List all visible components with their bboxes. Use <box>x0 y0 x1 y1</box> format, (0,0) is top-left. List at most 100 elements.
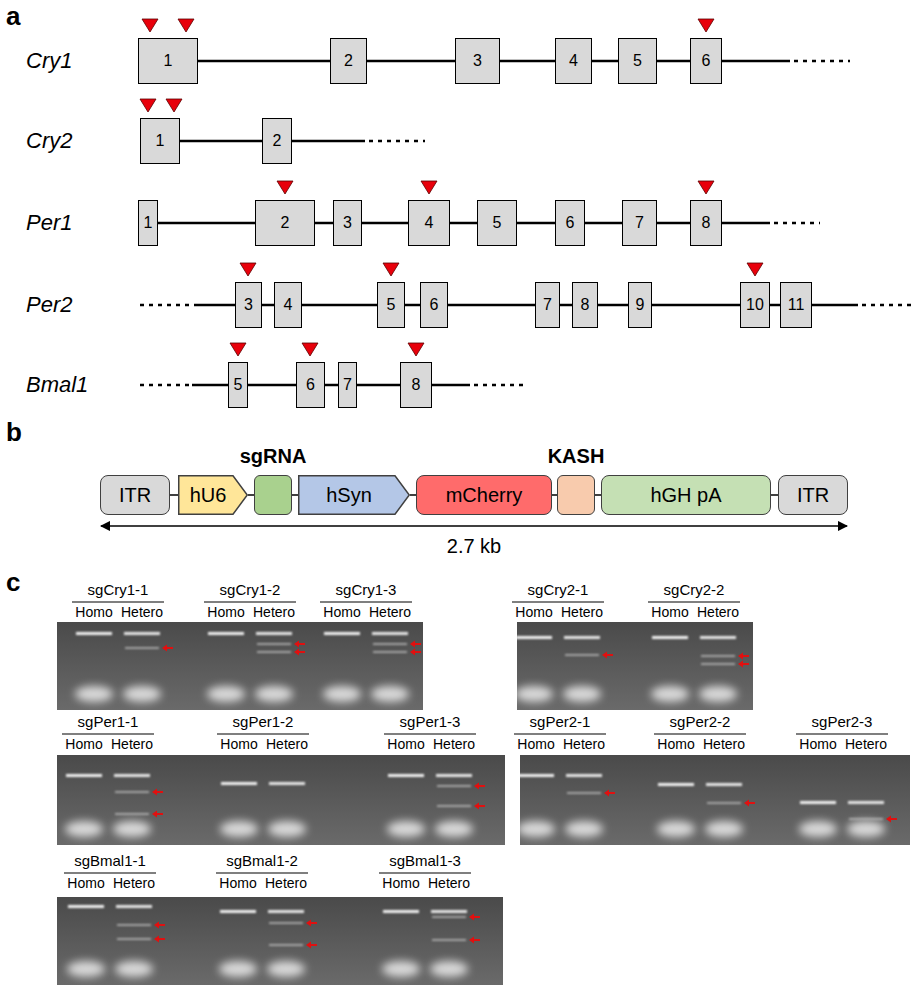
dna-band <box>517 636 552 639</box>
lane-label: Homo <box>799 737 836 752</box>
lane-label: Homo <box>65 737 102 752</box>
dna-band <box>848 801 884 804</box>
element-label: sgRNA <box>240 445 307 467</box>
dna-band <box>564 636 600 639</box>
exon-box: 7 <box>622 200 657 246</box>
cut-site-triangle <box>166 99 182 112</box>
cleaved-band <box>115 791 149 793</box>
box-label: hSyn <box>326 484 372 506</box>
band-arrow <box>410 649 415 656</box>
cleaved-band <box>565 654 599 656</box>
cleaved-band <box>567 792 601 794</box>
intron-line <box>517 222 555 225</box>
cut-site-triangle <box>230 343 246 356</box>
box-label: 5 <box>493 214 502 232</box>
guide-underline <box>514 733 606 734</box>
guide-name: sgPer1-1 <box>78 714 139 731</box>
gel-background <box>520 755 910 845</box>
box-label: 4 <box>284 296 293 314</box>
box-label: 7 <box>635 214 644 232</box>
intron-line <box>248 384 296 387</box>
cleaved-band <box>269 944 303 946</box>
dotted-extension <box>474 384 528 387</box>
primer-smear <box>520 821 555 837</box>
dna-band <box>114 774 150 777</box>
band-arrow <box>604 790 609 797</box>
intron-line <box>448 304 535 307</box>
lane-label: Hetero <box>265 876 307 891</box>
exon-box: 1 <box>140 118 180 164</box>
exon-box: 6 <box>690 38 722 84</box>
intron-line <box>657 222 690 225</box>
lane-label: Homo <box>220 737 257 752</box>
band-arrow <box>469 914 474 921</box>
kash-box: KASH <box>557 445 595 515</box>
element-box <box>254 475 292 515</box>
guide-name: sgCry1-2 <box>220 582 281 599</box>
backbone-line <box>292 494 298 496</box>
gene-name: Cry2 <box>26 129 72 153</box>
cut-site-triangle <box>178 19 194 32</box>
box-label: 5 <box>633 52 642 70</box>
cleaved-band <box>373 643 407 645</box>
exon-box: 4 <box>555 38 592 84</box>
box-label: 3 <box>244 296 253 314</box>
exon-box: 8 <box>690 200 722 246</box>
dna-band <box>520 774 554 777</box>
size-label: 2.7 kb <box>447 535 501 557</box>
exon-box: 8 <box>400 362 432 408</box>
exon-box: 5 <box>477 200 517 246</box>
gene-name: Cry1 <box>26 49 72 73</box>
dna-band <box>68 905 104 908</box>
exon-box: 3 <box>333 200 362 246</box>
dna-band <box>383 910 419 913</box>
band-arrow <box>474 803 479 810</box>
cleaved-band <box>117 924 151 926</box>
exon-box: 7 <box>535 282 560 328</box>
exon-box: 1 <box>138 200 158 246</box>
box-label: 8 <box>581 296 590 314</box>
guide-underline <box>64 872 156 873</box>
cut-site-triangle <box>747 263 763 276</box>
dna-band <box>76 632 112 635</box>
primer-smear <box>651 686 689 702</box>
guide-name: sgPer2-1 <box>530 714 591 731</box>
primer-smear <box>65 821 103 837</box>
lane-label: Homo <box>517 737 554 752</box>
dotted-extension <box>794 60 850 63</box>
lane-label: Hetero <box>428 876 470 891</box>
primer-smear <box>563 686 601 702</box>
dotted-extension <box>140 384 192 387</box>
lane-label: Hetero <box>563 737 605 752</box>
guide-name: sgCry1-1 <box>88 582 149 599</box>
band-arrow <box>738 661 743 668</box>
intron-line <box>158 222 255 225</box>
cleaved-band <box>437 805 471 807</box>
box-label: 4 <box>569 52 578 70</box>
cut-site-triangle <box>698 19 714 32</box>
intron-line <box>657 60 690 63</box>
intron-line <box>500 60 555 63</box>
lane-label: Homo <box>323 605 360 620</box>
guide-underline <box>648 601 740 602</box>
dna-band <box>116 905 152 908</box>
lane-label: Hetero <box>369 605 411 620</box>
box-label: 2 <box>281 214 290 232</box>
cleaved-band <box>701 663 735 665</box>
gel-image <box>515 622 753 710</box>
dotted-extension <box>862 304 912 307</box>
primer-smear <box>267 961 305 977</box>
exon-box: 4 <box>274 282 302 328</box>
box-label: hGH pA <box>650 484 721 506</box>
backbone-line <box>170 494 178 496</box>
dna-band <box>658 783 694 786</box>
guide-underline <box>796 733 888 734</box>
cleaved-band <box>849 818 883 820</box>
dna-band <box>324 632 360 635</box>
box-label: 9 <box>636 296 645 314</box>
primer-smear <box>705 821 743 837</box>
flank-line <box>722 60 790 63</box>
box-label: mCherry <box>446 484 523 506</box>
dna-band <box>436 774 472 777</box>
